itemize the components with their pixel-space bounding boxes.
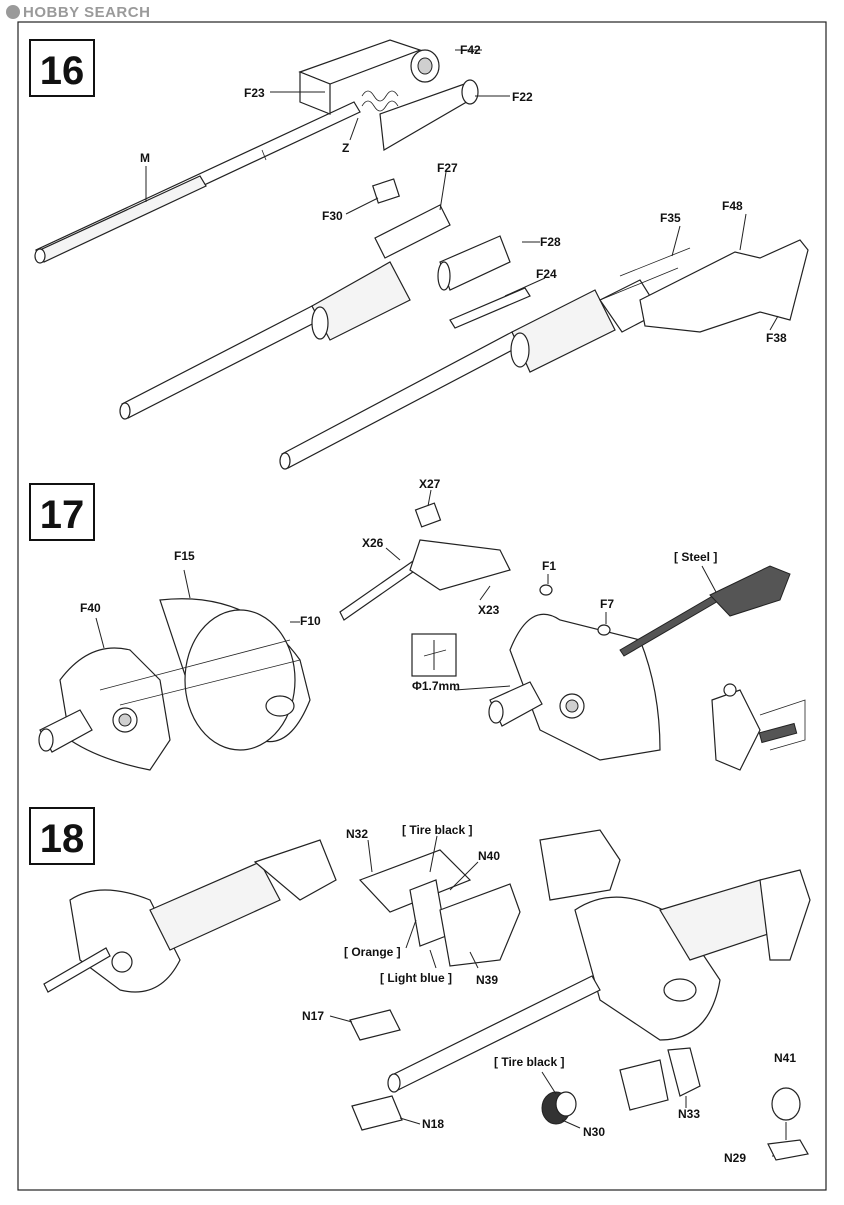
label-f1: F1 (542, 559, 556, 573)
label-f23: F23 (244, 86, 265, 100)
watermark-text: HOBBY SEARCH (23, 4, 151, 21)
steel-mg (619, 565, 791, 657)
label-x27: X27 (419, 477, 441, 491)
ammo-box (358, 849, 521, 967)
inset-detail (711, 683, 806, 771)
paint-tire-black-2: [ Tire black ] (494, 1055, 564, 1069)
label-n41: N41 (774, 1051, 796, 1065)
label-x23: X23 (478, 603, 500, 617)
step-17-box (29, 483, 95, 541)
label-m: M (140, 151, 150, 165)
label-f38: F38 (766, 331, 787, 345)
label-x26: X26 (362, 536, 384, 550)
hobby-search-logo-icon (6, 5, 20, 19)
mantlet-right (488, 584, 661, 761)
label-z: Z (342, 141, 349, 155)
watermark: HOBBY SEARCH (6, 4, 150, 21)
label-n18: N18 (422, 1117, 444, 1131)
label-n40: N40 (478, 849, 500, 863)
label-n32: N32 (346, 827, 368, 841)
label-f35: F35 (660, 211, 681, 225)
receiver-f22-f23 (298, 39, 479, 151)
paint-orange: [ Orange ] (344, 945, 401, 959)
label-f7: F7 (600, 597, 614, 611)
label-f30: F30 (322, 209, 343, 223)
label-n17: N17 (302, 1009, 324, 1023)
wheel-n30 (541, 1047, 701, 1125)
label-drill-size: Φ1.7mm (412, 679, 460, 693)
label-f27: F27 (437, 161, 458, 175)
barrel-m (34, 101, 361, 264)
label-f22: F22 (512, 90, 533, 104)
barrel-middle (119, 178, 531, 420)
step-18: 18 (29, 807, 811, 1165)
label-f10: F10 (300, 614, 321, 628)
step-17: 17 (29, 477, 806, 771)
step-18-number: 18 (40, 817, 85, 861)
bracket-n17-n18 (349, 1009, 403, 1131)
paint-tire-black-1: [ Tire black ] (402, 823, 472, 837)
label-n39: N39 (476, 973, 498, 987)
drill-detail (411, 633, 457, 677)
label-f24: F24 (536, 267, 557, 281)
mantlet-left (38, 598, 311, 771)
step-18-box (29, 807, 95, 865)
assembled-gun-right (387, 829, 811, 1093)
label-n33: N33 (678, 1107, 700, 1121)
step-17-number: 17 (40, 493, 85, 537)
label-n29: N29 (724, 1151, 746, 1165)
label-f28: F28 (540, 235, 561, 249)
label-n30: N30 (583, 1125, 605, 1139)
label-f42: F42 (460, 43, 481, 57)
step-16: 16 (29, 39, 809, 470)
label-f40: F40 (80, 601, 101, 615)
step-16-box (29, 39, 95, 97)
part-n41-n29 (767, 1087, 809, 1161)
barrel-bottom (279, 239, 809, 470)
paint-light-blue: [ Light blue ] (380, 971, 452, 985)
assembled-gun-left (43, 839, 337, 993)
paint-steel: [ Steel ] (674, 550, 717, 564)
page-frame (17, 21, 827, 1191)
label-f48: F48 (722, 199, 743, 213)
step-16-number: 16 (40, 49, 85, 93)
label-f15: F15 (174, 549, 195, 563)
gun-x23-x26-x27 (339, 502, 511, 621)
